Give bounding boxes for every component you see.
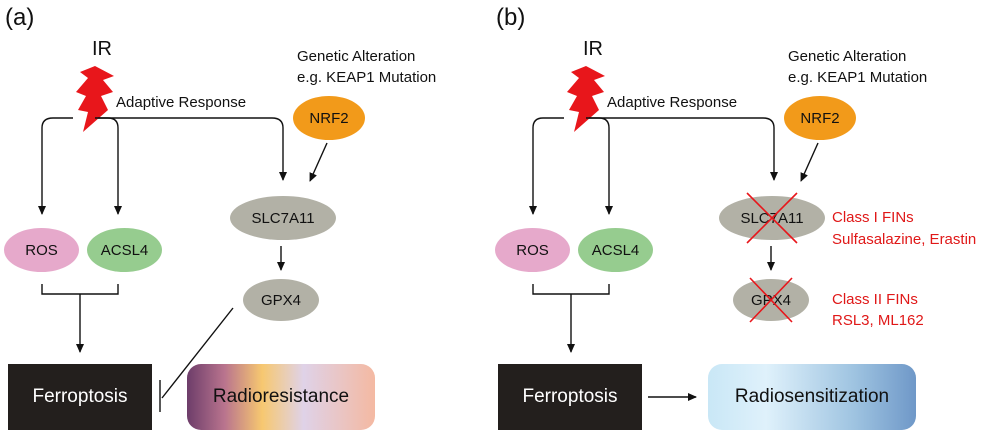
class1-fins-drugs: Sulfasalazine, Erastin bbox=[832, 231, 977, 248]
ferroptosis-label: Ferroptosis bbox=[32, 386, 128, 407]
nrf2-node: NRF2 bbox=[293, 96, 365, 140]
genetic-alteration-example: e.g. KEAP1 Mutation bbox=[788, 69, 928, 86]
ferroptosis-box: Ferroptosis bbox=[8, 364, 152, 430]
panel-label-b: (b) bbox=[496, 4, 526, 31]
inhibition-gpx4-to-ferroptosis bbox=[161, 307, 234, 399]
acsl4-label: ACSL4 bbox=[100, 241, 149, 259]
ros-label: ROS bbox=[516, 241, 549, 259]
radioresistance-box: Radioresistance bbox=[187, 364, 375, 430]
adaptive-response-label: Adaptive Response bbox=[607, 94, 738, 111]
radioresistance-label: Radioresistance bbox=[212, 386, 350, 407]
ferroptosis-box: Ferroptosis bbox=[498, 364, 642, 430]
genetic-alteration-label: Genetic Alteration bbox=[788, 48, 907, 65]
red-cross-icon bbox=[749, 277, 793, 323]
slc7a11-label: SLC7A11 bbox=[251, 209, 315, 227]
arrow-ir-to-slc7a11 bbox=[98, 117, 287, 181]
panel-label-a: (a) bbox=[5, 4, 35, 31]
class2-fins-label: Class II FINs bbox=[832, 291, 918, 308]
genetic-alteration-example: e.g. KEAP1 Mutation bbox=[297, 69, 437, 86]
class2-fins-drugs: RSL3, ML162 bbox=[832, 312, 924, 329]
arrow-ir-to-slc7a11 bbox=[589, 117, 778, 181]
ferroptosis-label: Ferroptosis bbox=[522, 386, 618, 407]
gpx4-node: GPX4 bbox=[243, 279, 319, 321]
adaptive-response-label: Adaptive Response bbox=[116, 94, 247, 111]
arrow-ir-to-ros bbox=[38, 117, 73, 215]
ros-node: ROS bbox=[4, 228, 79, 272]
ros-node: ROS bbox=[495, 228, 570, 272]
arrow-ir-to-ros bbox=[529, 117, 564, 215]
slc7a11-node: SLC7A11 bbox=[230, 196, 336, 240]
ir-label: IR bbox=[583, 38, 603, 60]
genetic-alteration-label: Genetic Alteration bbox=[297, 48, 416, 65]
red-cross-icon bbox=[746, 192, 798, 244]
nrf2-label: NRF2 bbox=[800, 109, 840, 127]
acsl4-node: ACSL4 bbox=[578, 228, 653, 272]
nrf2-label: NRF2 bbox=[309, 109, 349, 127]
acsl4-node: ACSL4 bbox=[87, 228, 162, 272]
class1-fins-label: Class I FINs bbox=[832, 209, 914, 226]
arrow-nrf2-to-slc7a11 bbox=[309, 142, 328, 182]
acsl4-label: ACSL4 bbox=[591, 241, 640, 259]
ros-label: ROS bbox=[25, 241, 58, 259]
arrow-nrf2-to-slc7a11 bbox=[800, 142, 819, 182]
nrf2-node: NRF2 bbox=[784, 96, 856, 140]
radiosensitization-box: Radiosensitization bbox=[708, 364, 916, 430]
lightning-bolt-icon bbox=[76, 66, 114, 132]
gpx4-label: GPX4 bbox=[260, 291, 302, 309]
lightning-bolt-icon bbox=[567, 66, 605, 132]
ir-label: IR bbox=[92, 38, 112, 60]
radiosensitization-label: Radiosensitization bbox=[734, 386, 890, 407]
